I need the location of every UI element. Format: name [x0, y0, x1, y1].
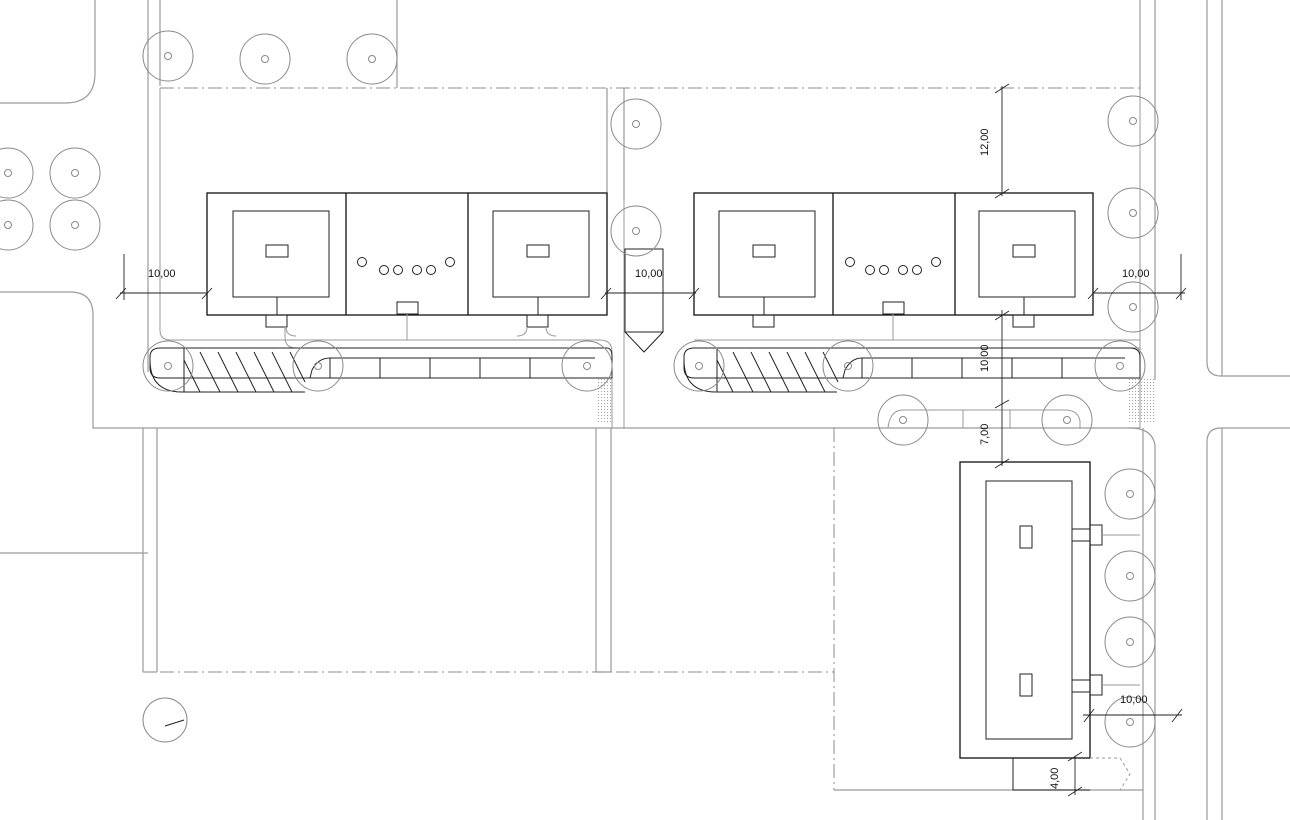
tree: [1107, 95, 1159, 147]
dim-label-road-to-building: 7,00: [979, 424, 991, 445]
tree: [0, 199, 34, 251]
tree: [1104, 550, 1156, 602]
crossing-right: [1128, 378, 1154, 424]
small-kiosk: [624, 248, 664, 353]
tree: [1104, 616, 1156, 668]
building-row-left: [206, 192, 608, 328]
dim-label-row-to-road: 10,00: [979, 344, 991, 372]
tree: [673, 340, 725, 392]
parking-right: [683, 347, 1141, 393]
tree: [1094, 340, 1146, 392]
tree: [610, 98, 662, 150]
dim-label-right-setback-bottom: 10,00: [1120, 694, 1148, 706]
trees: [0, 30, 1159, 748]
dim-label-rear-gap: 4,00: [1049, 768, 1061, 789]
tree: [1107, 281, 1159, 333]
dim-label-gap-between-rows: 10,00: [635, 268, 663, 280]
dimension-lines: [115, 83, 1187, 797]
tree: [1107, 187, 1159, 239]
tree: [239, 33, 291, 85]
tree: [292, 340, 344, 392]
tree: [346, 33, 398, 85]
parking-left: [149, 347, 613, 393]
dim-label-right-setback-top: 10,00: [1122, 268, 1150, 280]
tree: [1104, 468, 1156, 520]
tree: [49, 147, 101, 199]
tree: [0, 147, 34, 199]
building-large: [959, 461, 1140, 791]
tree: [822, 340, 874, 392]
tree: [877, 394, 929, 446]
building-row-right: [693, 192, 1094, 328]
tree: [142, 340, 194, 392]
tree: [610, 205, 662, 257]
north-arrow-symbol: [142, 697, 188, 743]
dim-label-left-setback: 10,00: [148, 268, 176, 280]
tree: [561, 340, 613, 392]
tree: [1104, 696, 1156, 748]
dim-label-top-setback: 12,00: [979, 128, 991, 156]
parking-lower: [887, 409, 1081, 429]
tree: [49, 199, 101, 251]
plot-boundaries: [160, 87, 1140, 790]
crossing-left: [596, 378, 612, 424]
tree: [1041, 394, 1093, 446]
footpaths: [159, 88, 1141, 428]
tree: [142, 30, 194, 82]
